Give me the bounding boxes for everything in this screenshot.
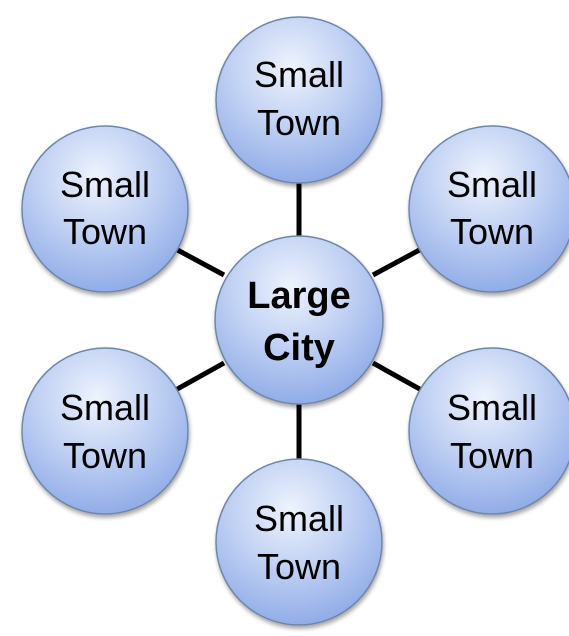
hub-label-line-2: City xyxy=(263,327,335,369)
satellite-label-line-1: Small xyxy=(447,387,537,428)
hub-label-line-1: Large xyxy=(247,275,350,317)
hub-node-large-city: Large City xyxy=(214,235,384,405)
connector-upper-right xyxy=(371,244,427,278)
hub-bubble xyxy=(214,235,384,405)
satellite-label-line-2: Town xyxy=(257,546,341,587)
satellite-label-line-2: Town xyxy=(450,435,534,476)
satellite-label-line-2: Town xyxy=(63,211,147,252)
satellite-label-line-1: Small xyxy=(254,54,344,95)
satellite-bubble xyxy=(21,125,189,293)
satellite-node-bottom: Small Town xyxy=(215,458,383,626)
satellite-label-line-2: Town xyxy=(450,211,534,252)
connector-lower-left xyxy=(170,360,226,395)
satellite-label-line-1: Small xyxy=(447,164,537,205)
satellite-label-line-1: Small xyxy=(254,498,344,539)
satellite-label-line-1: Small xyxy=(60,164,150,205)
connector-upper-left xyxy=(170,244,226,278)
satellite-bubble xyxy=(408,347,569,515)
connector-lower-right xyxy=(371,360,427,395)
connectors xyxy=(170,180,427,461)
satellite-label-line-2: Town xyxy=(63,435,147,476)
satellite-label-line-1: Small xyxy=(60,387,150,428)
satellite-node-upper-right: Small Town xyxy=(408,125,569,293)
satellite-bubble xyxy=(21,347,189,515)
satellite-bubble xyxy=(408,125,569,293)
satellite-bubble xyxy=(215,16,383,184)
satellite-label-line-2: Town xyxy=(257,102,341,143)
satellite-node-lower-right: Small Town xyxy=(408,347,569,515)
satellite-node-upper-left: Small Town xyxy=(21,125,189,293)
satellite-node-lower-left: Small Town xyxy=(21,347,189,515)
satellite-node-top: Small Town xyxy=(215,16,383,184)
satellite-bubble xyxy=(215,458,383,626)
